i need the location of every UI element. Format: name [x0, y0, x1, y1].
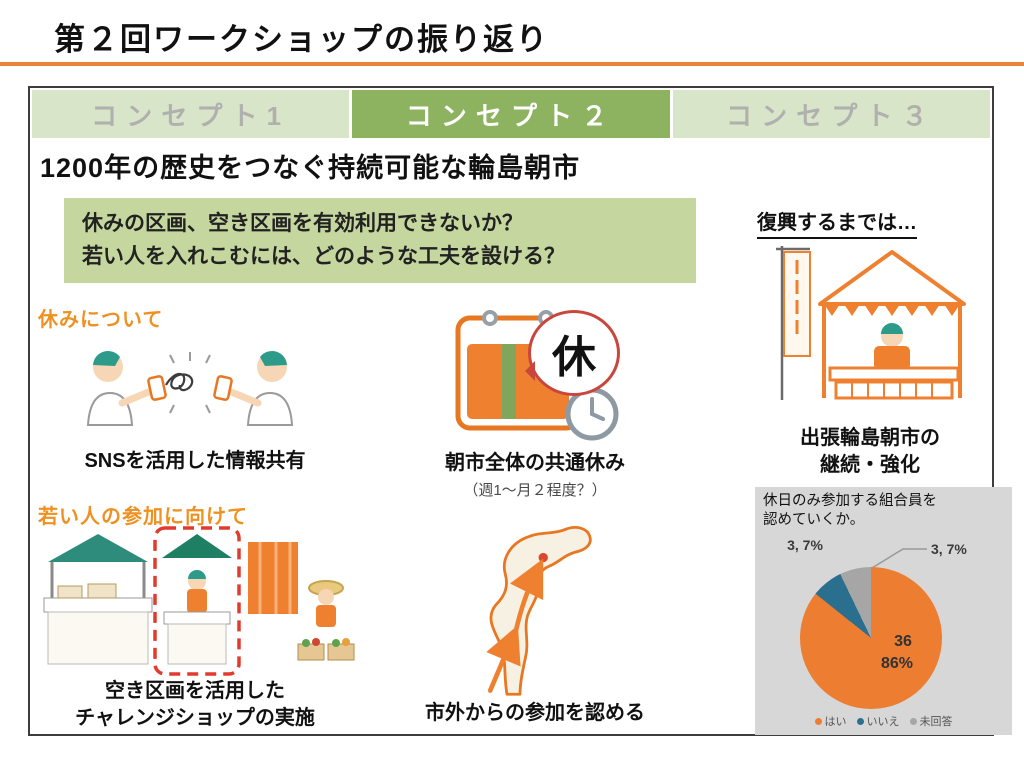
challenge-caption: 空き区画を活用した チャレンジショップの実施	[30, 678, 360, 732]
legend-label-yes: はい	[824, 716, 847, 728]
challenge-caption-line-2: チャレンジショップの実施	[75, 707, 315, 729]
legend-label-na: 未回答	[919, 716, 953, 728]
rest-section-label: 休みについて	[38, 309, 164, 331]
travel-market-caption-line-2: 継続・強化	[820, 454, 920, 476]
challenge-caption-line-1: 空き区画を活用した	[105, 680, 285, 702]
legend-dot	[814, 717, 822, 725]
pie-legend: はい いいえ 未回答	[755, 713, 1012, 729]
pie-label-yes-value: 36	[894, 633, 912, 650]
legend-dot	[909, 717, 917, 725]
survey-question: 休日のみ参加する組合員を 認めていくか。	[763, 492, 937, 530]
legend-item-na: 未回答	[909, 713, 953, 729]
legend-dot	[856, 717, 864, 725]
holiday-note: （週1〜月２程度？）	[463, 482, 607, 499]
tab-concept-1[interactable]: コンセプト1	[32, 90, 350, 138]
noto-peninsula-map	[486, 526, 592, 696]
sns-caption: SNSを活用した情報共有	[84, 450, 306, 472]
question-line-2: 若い人を入れこむには、どのような工夫を設ける？	[82, 244, 565, 268]
tab-concept-3[interactable]: コンセプト３	[672, 90, 990, 138]
pie-label-yes-pct: 86%	[880, 655, 914, 672]
concept-tabs: コンセプト1 コンセプト２ コンセプト３	[32, 90, 990, 138]
pie-chart	[800, 567, 942, 709]
map-caption: 市外からの参加を認める	[425, 702, 645, 724]
page-title: 第２回ワークショップの振り返り	[54, 22, 549, 57]
question-line-1: 休みの区画、空き区画を有効利用できないか？	[82, 212, 523, 235]
sns-sharing-illustration	[86, 350, 294, 426]
pie-callout-no: 3, 7%	[787, 537, 823, 553]
recovery-heading: 復興するまでは…	[757, 206, 917, 239]
question-bubble: 休みの区画、空き区画を有効利用できないか？ 若い人を入れこむには、どのような工夫…	[64, 198, 696, 284]
pie-callout-na: 3, 7%	[931, 541, 967, 557]
survey-question-line-1: 休日のみ参加する組合員を	[763, 493, 937, 509]
travel-market-caption: 出張輪島朝市の 継続・強化	[775, 425, 965, 479]
legend-item-no: いいえ	[856, 713, 900, 729]
travel-market-tent-illustration	[776, 246, 966, 400]
concept-heading: 1200年の歴史をつなぐ持続可能な輪島朝市	[40, 153, 581, 183]
holiday-caption: 朝市全体の共通休み	[445, 452, 625, 474]
title-underline	[0, 62, 1024, 66]
holiday-speech-bubble: 休	[525, 310, 620, 396]
travel-market-caption-line-1: 出張輪島朝市の	[800, 427, 940, 449]
holiday-kanji: 休	[552, 333, 596, 382]
young-section-label: 若い人の参加に向けて	[38, 506, 248, 528]
market-stalls-illustration	[43, 526, 355, 676]
survey-question-line-2: 認めていくか。	[763, 511, 865, 528]
tab-concept-2[interactable]: コンセプト２	[352, 90, 670, 138]
legend-item-yes: はい	[814, 713, 847, 729]
legend-label-no: いいえ	[866, 716, 900, 728]
survey-panel: 休日のみ参加する組合員を 認めていくか。 3, 7% 3, 7% 36 86% …	[755, 487, 1012, 735]
